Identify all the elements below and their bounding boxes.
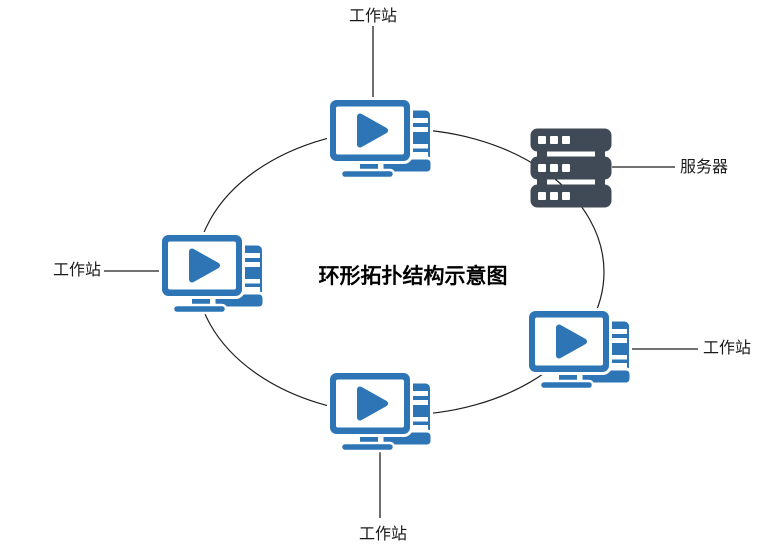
workstation-left-icon — [161, 234, 265, 314]
workstation-bottom-label: 工作站 — [358, 526, 407, 543]
workstation-right-icon — [528, 310, 632, 390]
workstation-top-icon — [329, 99, 433, 179]
workstation-bottom-icon — [329, 372, 433, 452]
server-icon — [530, 128, 612, 208]
workstation-right-label: 工作站 — [702, 340, 751, 357]
workstation-left-label: 工作站 — [52, 262, 101, 279]
diagram-title: 环形拓扑结构示意图 — [318, 265, 508, 288]
server-label: 服务器 — [679, 159, 728, 176]
workstation-top-label: 工作站 — [348, 8, 397, 25]
